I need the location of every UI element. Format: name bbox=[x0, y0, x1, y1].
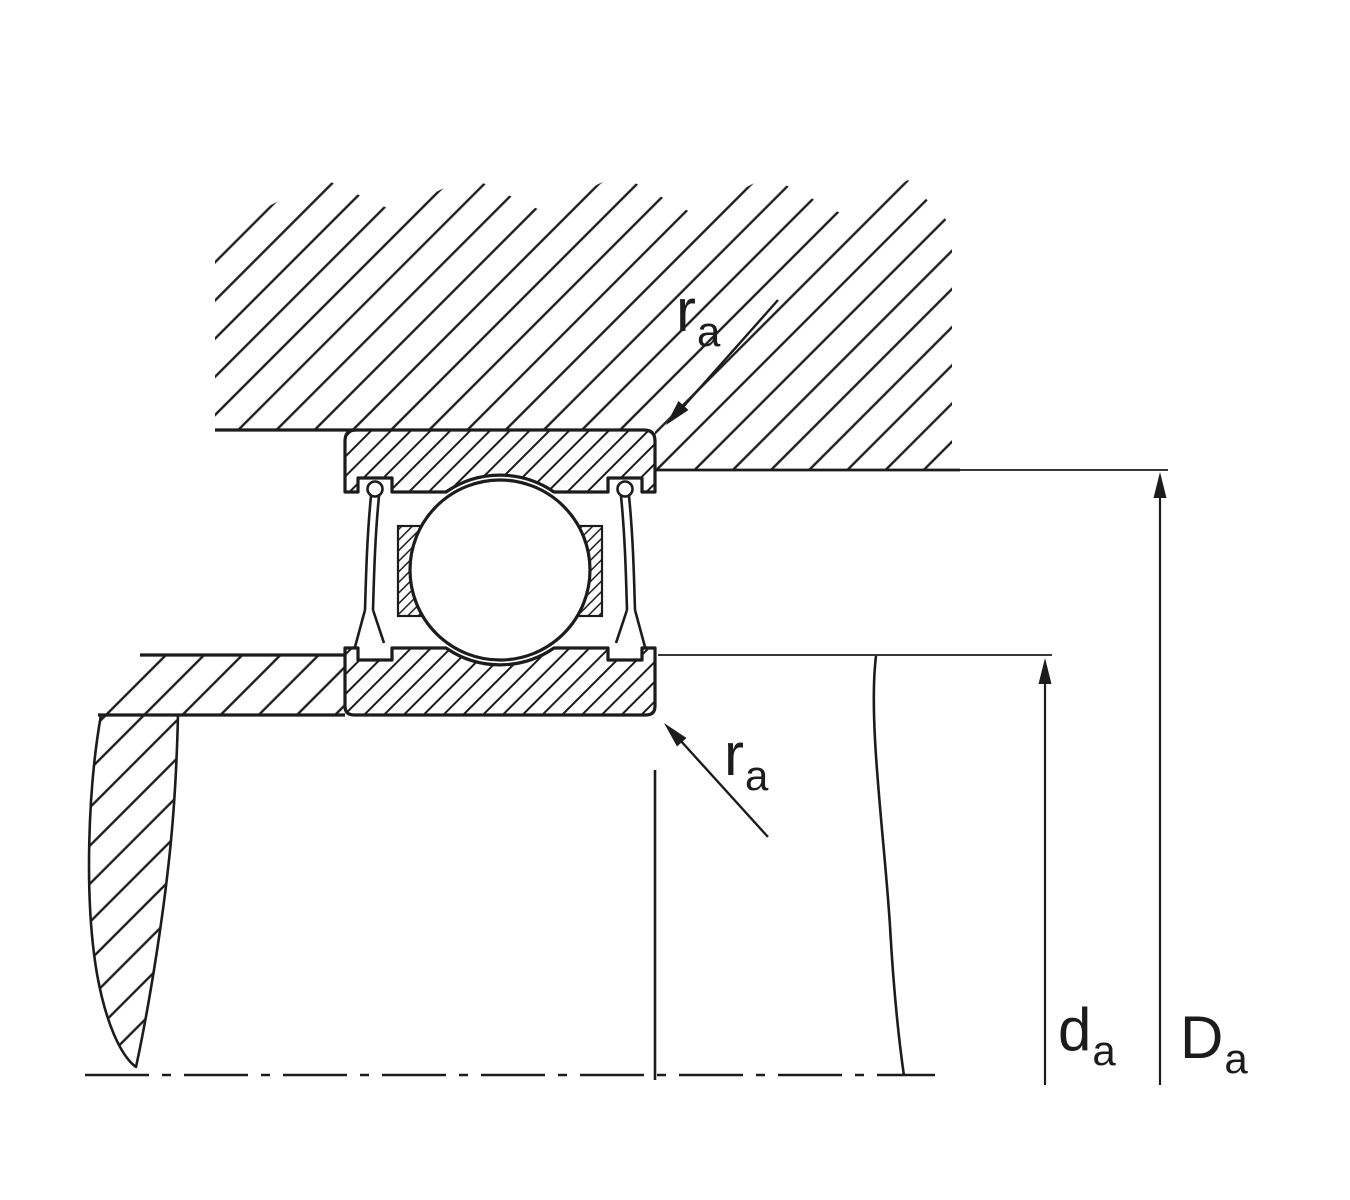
seal-left-bead bbox=[366, 480, 384, 498]
seal-right bbox=[614, 480, 647, 648]
seal-left-body-inner bbox=[371, 495, 381, 611]
label-ra-bottom-main: r bbox=[724, 721, 744, 788]
seal-left-main-lip bbox=[353, 609, 367, 648]
leader-ra-top: ra bbox=[666, 277, 779, 425]
dimension-Da: Da bbox=[960, 469, 1248, 1085]
bearing bbox=[343, 428, 657, 717]
shaft-shoulder-hatch bbox=[98, 655, 345, 715]
shaft-section bbox=[87, 653, 906, 1080]
shaft-right-contour bbox=[872, 655, 906, 1077]
seal-right-body-inner bbox=[619, 495, 629, 611]
leader-ra-bottom: ra bbox=[664, 721, 769, 838]
label-da: da bbox=[1058, 996, 1116, 1074]
dimension-da: da bbox=[658, 654, 1116, 1085]
label-da-main: d bbox=[1058, 996, 1091, 1063]
label-Da-main: D bbox=[1180, 1004, 1223, 1071]
label-ra-top: ra bbox=[676, 277, 721, 355]
housing-hatch bbox=[215, 174, 952, 470]
seal-right-body-outer bbox=[627, 495, 637, 611]
housing-section bbox=[215, 174, 960, 472]
label-ra-bottom-sub: a bbox=[745, 752, 769, 799]
seal-left-dust-lip bbox=[371, 609, 386, 644]
ra-bottom-leader-line bbox=[679, 739, 769, 838]
rolling-ball bbox=[408, 478, 592, 662]
inner-ring-section bbox=[343, 646, 657, 717]
ra-top-arrowhead bbox=[666, 401, 689, 425]
label-da-sub: a bbox=[1092, 1027, 1116, 1074]
seal-right-dust-lip bbox=[614, 609, 629, 644]
seal-left bbox=[353, 480, 386, 648]
seal-right-bead bbox=[616, 480, 634, 498]
label-ra-bottom: ra bbox=[724, 721, 769, 799]
ra-bottom-arrowhead bbox=[664, 723, 687, 747]
ra-top-leader-line bbox=[682, 299, 779, 408]
shaft-break-section bbox=[87, 713, 180, 1069]
label-ra-top-main: r bbox=[676, 277, 696, 344]
label-ra-top-sub: a bbox=[697, 308, 721, 355]
label-Da: Da bbox=[1180, 1004, 1248, 1082]
seal-right-main-lip bbox=[633, 609, 647, 648]
label-Da-sub: a bbox=[1224, 1035, 1248, 1082]
Da-arrowhead bbox=[1153, 472, 1167, 498]
outer-ring-section bbox=[343, 428, 657, 494]
da-arrowhead bbox=[1038, 658, 1052, 684]
seal-left-body-outer bbox=[363, 495, 373, 611]
